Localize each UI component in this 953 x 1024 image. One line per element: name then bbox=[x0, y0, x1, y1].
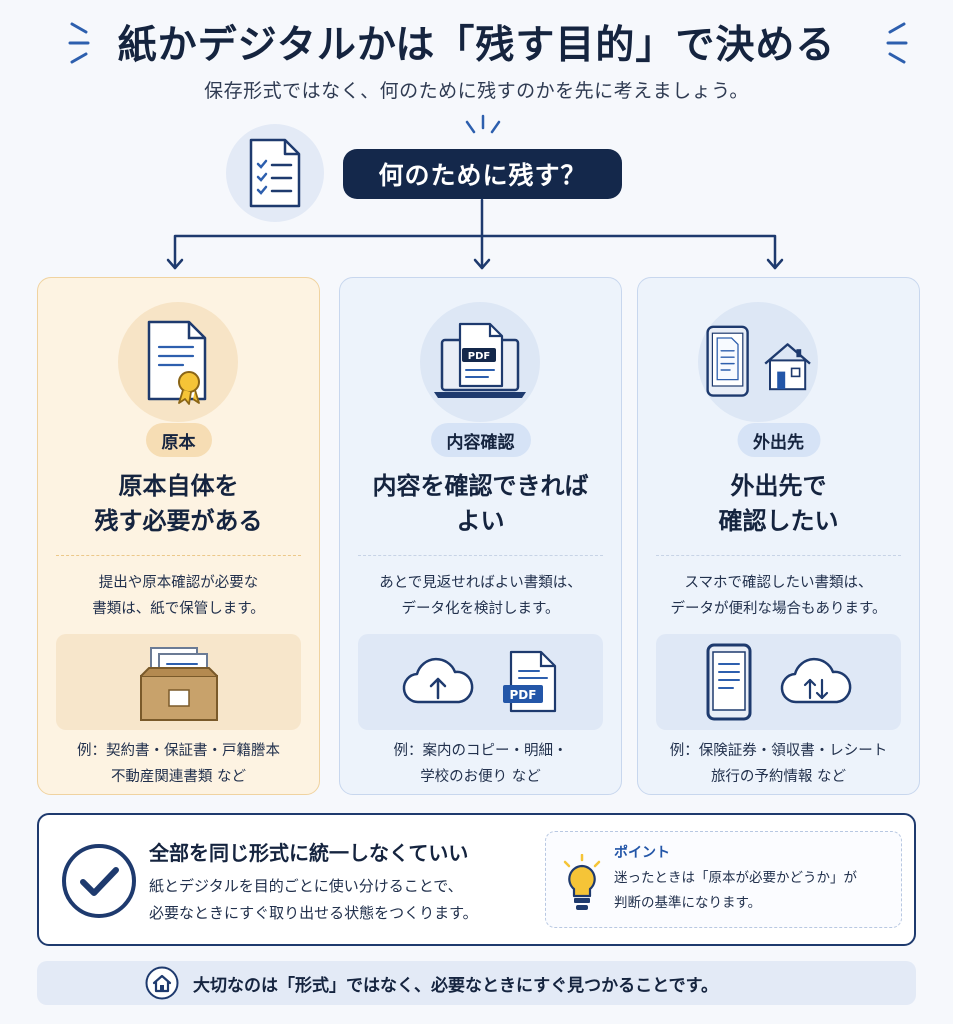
sparkle-left-icon bbox=[68, 22, 90, 64]
pdf-label-text: PDF bbox=[509, 688, 536, 702]
summary-box: 全部を同じ形式に統一しなくていい 紙とデジタルを目的ごとに使い分けることで、 必… bbox=[37, 813, 916, 946]
home-icon bbox=[145, 966, 179, 1000]
laptop-pdf-badge: PDF bbox=[420, 302, 540, 422]
card-example: 例：保険証券・領収書・レシート 旅行の予約情報 など bbox=[669, 743, 888, 785]
cloud-sync-icon bbox=[780, 657, 851, 704]
lightbulb-icon bbox=[563, 854, 601, 910]
central-question: 何のために残す？ bbox=[343, 149, 622, 199]
point-label: ポイント bbox=[614, 845, 670, 861]
dashed-divider bbox=[56, 555, 301, 556]
card-description: 提出や原本確認が必要な 書類は、紙で保管します。 bbox=[92, 575, 265, 617]
point-callout: ポイント 迷ったときは「原本が必要かどうか」が 判断の基準になります。 bbox=[545, 831, 902, 928]
card-example: 例：契約書・保証書・戸籍謄本 不動産関連書類 など bbox=[77, 743, 280, 785]
summary-title: 全部を同じ形式に統一しなくていい bbox=[149, 841, 469, 865]
pdf-file-icon: PDF bbox=[502, 650, 556, 713]
checklist-document-badge bbox=[226, 124, 324, 222]
card-tag-outside: 外出先 bbox=[737, 423, 820, 457]
card-heading: 原本自体を 残す必要がある bbox=[94, 472, 263, 535]
phone-house-badge bbox=[698, 302, 818, 422]
dashed-divider bbox=[656, 555, 901, 556]
cloud-pdf-illustration: PDF bbox=[358, 634, 603, 730]
summary-body: 紙とデジタルを目的ごとに使い分けることで、 必要なときにすぐ取り出せる状態をつく… bbox=[149, 877, 478, 922]
checklist-document-icon bbox=[249, 138, 301, 208]
card-heading: 内容を確認できれば よい bbox=[372, 472, 589, 535]
emphasis-burst-icon bbox=[465, 114, 501, 134]
pdf-badge-text: PDF bbox=[468, 351, 490, 362]
sparkle-right-icon bbox=[886, 22, 908, 64]
checkmark-circle-icon bbox=[62, 844, 136, 918]
certificate-icon bbox=[147, 320, 207, 405]
card-on-the-go: 外出先 外出先で 確認したい スマホで確認したい書類は、 データが便利な場合もあ… bbox=[637, 277, 920, 795]
cloud-upload-icon bbox=[402, 657, 473, 704]
page-title: 紙かデジタルかは「残す目的」で決める bbox=[117, 23, 836, 68]
point-text: 迷ったときは「原本が必要かどうか」が 判断の基準になります。 bbox=[614, 870, 857, 911]
certificate-badge bbox=[118, 302, 238, 422]
card-description: スマホで確認したい書類は、 データが便利な場合もあります。 bbox=[670, 575, 887, 617]
card-tag-original: 原本 bbox=[145, 423, 212, 457]
smartphone-document-icon bbox=[706, 643, 751, 721]
page-subtitle: 保存形式ではなく、何のために残すのかを先に考えましょう。 bbox=[204, 80, 749, 102]
storage-box-illustration bbox=[56, 634, 301, 730]
phone-cloud-illustration bbox=[656, 634, 901, 730]
card-description: あとで見返せればよい書類は、 データ化を検討します。 bbox=[379, 575, 582, 617]
card-heading: 外出先で 確認したい bbox=[718, 472, 839, 535]
file-box-icon bbox=[139, 647, 218, 721]
card-example: 例：案内のコピー・明細・ 学校のお便り など bbox=[393, 743, 568, 785]
footer-message: 大切なのは「形式」ではなく、必要なときにすぐ見つかることです。 bbox=[193, 975, 718, 996]
card-original: 原本 原本自体を 残す必要がある 提出や原本確認が必要な 書類は、紙で保管します… bbox=[37, 277, 320, 795]
card-content-check: PDF 内容確認 内容を確認できれば よい あとで見返せればよい書類は、 データ… bbox=[339, 277, 622, 795]
card-tag-content: 内容確認 bbox=[430, 423, 531, 457]
laptop-pdf-icon: PDF bbox=[434, 322, 526, 398]
phone-house-icon bbox=[706, 325, 811, 397]
footer-banner: 大切なのは「形式」ではなく、必要なときにすぐ見つかることです。 bbox=[37, 961, 916, 1005]
dashed-divider bbox=[358, 555, 603, 556]
